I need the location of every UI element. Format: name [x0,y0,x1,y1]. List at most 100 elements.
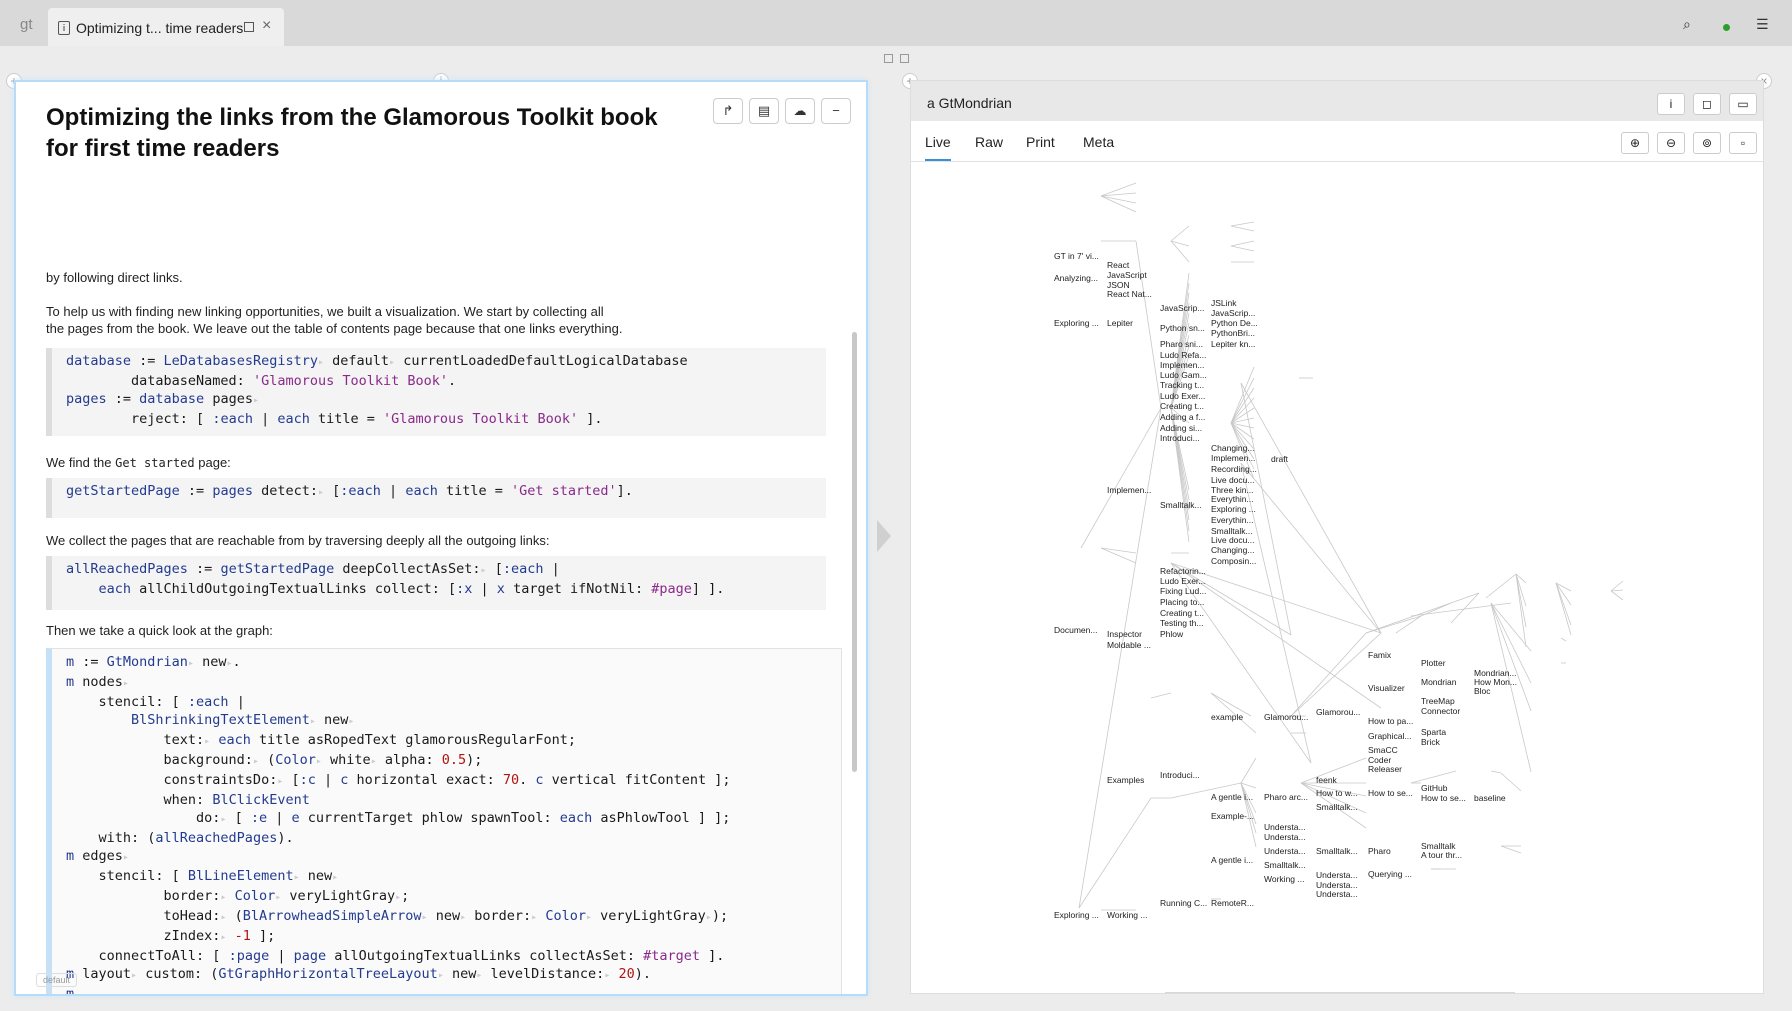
graph-node: JSON [1107,280,1130,290]
graph-node: Composin... [1211,556,1256,566]
book-button[interactable]: ▭ [1729,93,1757,115]
graph-node: Exploring ... [1054,318,1099,328]
graph-node: How to se... [1368,788,1413,798]
graph-node: React Nat... [1107,289,1152,299]
graph-node: Famix [1368,650,1392,660]
graph-node: Live docu... [1211,475,1254,485]
mondrian-graph[interactable]: GT in 7' vi... Analyzing... React JavaSc… [911,163,1764,993]
graph-node: PythonBri... [1211,328,1255,338]
graph-node: JavaScript [1107,270,1147,280]
graph-node: Placing to... [1160,597,1204,607]
inspector-header: a GtMondrian i ◻ ▭ [911,81,1763,121]
code-snippet[interactable]: allReachedPages := getStartedPage deepCo… [46,556,826,610]
page-title: Optimizing the links from the Glamorous … [46,104,658,162]
tab-title: Optimizing t... time readers [76,20,244,36]
graph-node: feenk [1316,775,1338,785]
paragraph: To help us with finding new linking oppo… [46,304,604,319]
graph-node: Ludo Refa... [1160,350,1206,360]
menu-icon[interactable]: ☰ [1756,16,1769,32]
clipboard-button[interactable]: ▤ [749,98,779,124]
layout-square-icon[interactable] [900,54,909,63]
tab-document[interactable]: ⅰ Optimizing t... time readers × [48,8,284,46]
status-badge: default [36,973,78,987]
zoom-in-button[interactable]: ⊕ [1621,132,1649,154]
graph-node: Brick [1421,737,1441,747]
inspector-pane: a GtMondrian i ◻ ▭ Live Raw Print Meta ⊕… [910,80,1764,994]
graph-node: Smalltalk... [1316,846,1358,856]
graph-node: Changing... [1211,443,1254,453]
graph-node: Connector [1421,706,1460,716]
close-icon[interactable]: × [262,17,272,34]
graph-node: Querying ... [1368,869,1412,879]
code-snippet[interactable]: getStartedPage := pages detect:▸ [:each … [46,478,826,518]
info-button[interactable]: i [1657,93,1685,115]
graph-node: Plotter [1421,658,1446,668]
graph-node: baseline [1474,793,1506,803]
graph-node: Examples [1107,775,1144,785]
layout-square-icon[interactable] [884,54,893,63]
graph-node: Exploring ... [1211,504,1256,514]
graph-nodes: GT in 7' vi... Analyzing... React JavaSc… [1054,251,1517,920]
graph-node: Understa... [1264,846,1306,856]
graph-node: Bloc [1474,686,1491,696]
graph-node: Understa... [1264,832,1306,842]
paragraph-text: We find the [46,455,112,470]
minimize-button[interactable]: − [821,98,851,124]
graph-node: Implemen... [1160,360,1204,370]
maximize-icon[interactable] [244,22,254,32]
zoom-reset-button[interactable]: ▫ [1729,132,1757,154]
status-indicator [1723,24,1730,31]
tab-print[interactable]: Print [1026,134,1055,150]
code-editor-active[interactable]: m := GtMondrian▸ new▸. m nodes▸ stencil:… [46,648,842,994]
graph-node: Python sn... [1160,323,1205,333]
graph-node: Ludo Gam... [1160,370,1207,380]
graph-node: Visualizer [1368,683,1405,693]
zoom-out-button[interactable]: ⊖ [1657,132,1685,154]
graph-node: A gentle i... [1211,792,1253,802]
graph-node: Mondrian [1421,677,1457,687]
graph-node: JSLink [1211,298,1237,308]
paragraph: We find the Get started page: [46,454,231,472]
graph-node: Creating t... [1160,401,1204,411]
tab-meta[interactable]: Meta [1083,134,1115,150]
graph-node: Introduci... [1160,433,1200,443]
graph-node: Creating t... [1160,608,1204,618]
inspector-title: a GtMondrian [927,95,1012,111]
code-snippet[interactable]: database := LeDatabasesRegistry▸ default… [46,348,826,436]
graph-node: Tracking t... [1160,380,1204,390]
zoom-fit-button[interactable]: ⊚ [1693,132,1721,154]
cloud-button[interactable]: ☁ [785,98,815,124]
graph-node: Everythin... [1211,494,1254,504]
paragraph-text: page: [198,455,231,470]
tab-live[interactable]: Live [925,134,951,161]
share-button[interactable]: ↱ [713,98,743,124]
tab-raw[interactable]: Raw [975,134,1004,150]
graph-node: How to pa... [1368,716,1413,726]
graph-node: Understa... [1316,870,1358,880]
graph-node: Moldable ... [1107,640,1151,650]
graph-node: Ludo Exer... [1160,391,1205,401]
graph-node: Smalltalk... [1160,500,1202,510]
horizontal-scrollbar[interactable] [1165,992,1515,993]
graph-node: Introduci... [1160,770,1200,780]
graph-node: Changing... [1211,545,1254,555]
graph-node: Lepiter [1107,318,1133,328]
paragraph: We collect the pages that are reachable … [46,533,550,548]
graph-node: Exploring ... [1054,910,1099,920]
graph-node: GT in 7' vi... [1054,251,1099,261]
search-icon[interactable]: ⌕ [1683,16,1691,32]
graph-node: JavaScrip... [1211,308,1255,318]
graph-node: Pharo arc... [1264,792,1308,802]
page-icon: ⅰ [58,21,70,35]
gt-logo: gt [20,16,33,33]
graph-node: React [1107,260,1130,270]
graph-node: Understa... [1316,889,1358,899]
graph-edges [1078,182,1624,911]
pane-divider-arrow-icon[interactable] [877,520,891,552]
graph-node: Working ... [1264,874,1304,884]
graph-node: RemoteR... [1211,898,1254,908]
document-content: by following direct links. To help us wi… [16,178,856,994]
maximize-button[interactable]: ◻ [1693,93,1721,115]
graph-node: Graphical... [1368,731,1411,741]
scrollbar[interactable] [852,332,857,772]
